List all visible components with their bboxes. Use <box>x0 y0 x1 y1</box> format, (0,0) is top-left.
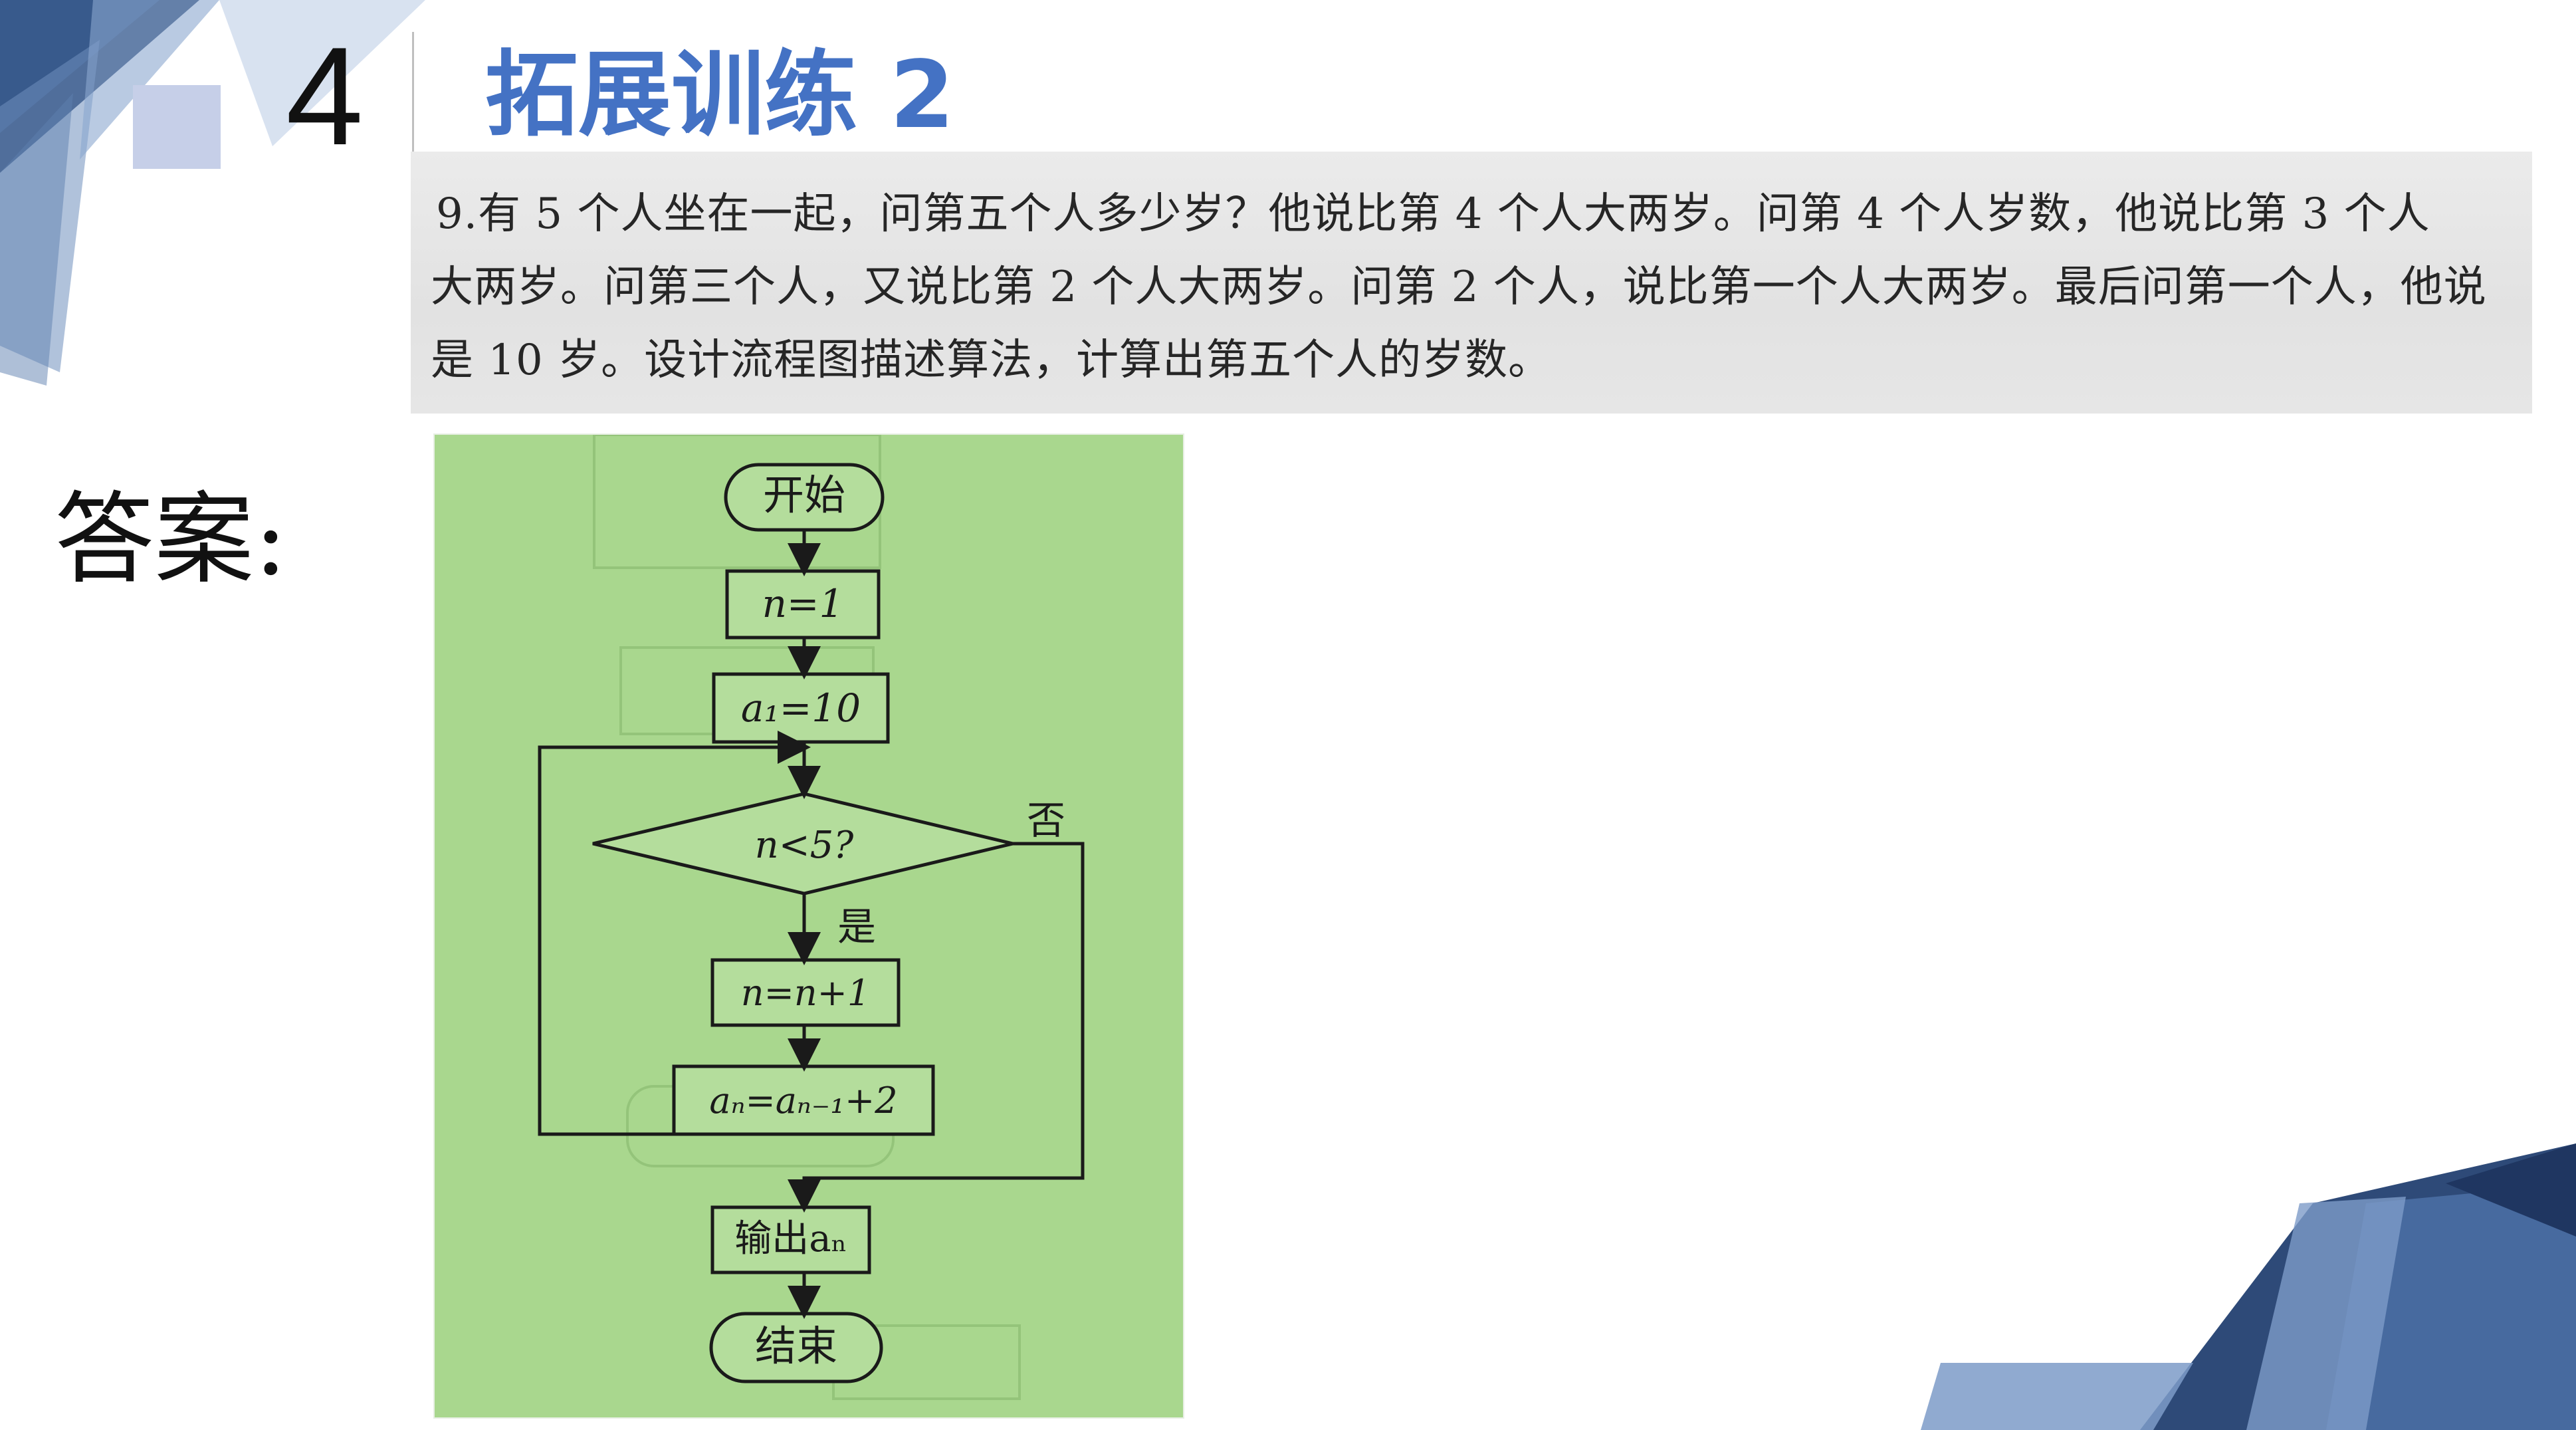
title-decor-square <box>133 85 221 169</box>
output-label: 输出aₙ <box>734 1217 847 1260</box>
yes-label: 是 <box>837 904 876 949</box>
process-recurrence <box>672 1064 935 1136</box>
increment-label: n=n+1 <box>741 972 870 1014</box>
answer-label: 答案: <box>54 482 288 598</box>
end-label: 结束 <box>755 1322 837 1370</box>
init-n-label: n=1 <box>762 581 844 626</box>
no-branch-arrow <box>788 842 1085 1213</box>
flowchart: 开始 n=1 a₁=10 n<5? 是 否 n=n+1 aₙ=aₙ₋₁+2 输出… <box>538 433 1085 1400</box>
problem-line: 9.有 5 个人坐在一起，问第五个人多少岁？他说比第 4 个人大两岁。问第 4 … <box>436 189 2430 239</box>
flowchart-image: 开始 n=1 a₁=10 n<5? 是 否 n=n+1 aₙ=aₙ₋₁+2 输出… <box>433 433 1184 1419</box>
problem-line: 是 10 岁。设计流程图描述算法，计算出第五个人的岁数。 <box>431 336 1552 385</box>
no-label: 否 <box>1027 798 1065 843</box>
section-number: 4 <box>286 18 364 174</box>
start-label: 开始 <box>763 471 845 519</box>
corner-decoration-top-left <box>0 0 425 386</box>
problem-line: 大两岁。问第三个人，又说比第 2 个人大两岁。问第 2 个人，说比第一个人大两岁… <box>431 263 2487 312</box>
init-a-label: a₁=10 <box>741 685 861 731</box>
process-init-n <box>725 569 881 640</box>
recurrence-label: aₙ=aₙ₋₁+2 <box>709 1080 897 1122</box>
problem-statement: 9.有 5 个人坐在一起，问第五个人多少岁？他说比第 4 个人大两岁。问第 4 … <box>411 152 2532 414</box>
corner-decoration-bottom-right <box>1921 1143 2576 1430</box>
loop-back-arrow <box>538 731 811 1136</box>
page-title: 拓展训练 2 <box>485 41 955 150</box>
condition-label: n<5? <box>755 824 855 867</box>
title-divider <box>412 32 414 152</box>
